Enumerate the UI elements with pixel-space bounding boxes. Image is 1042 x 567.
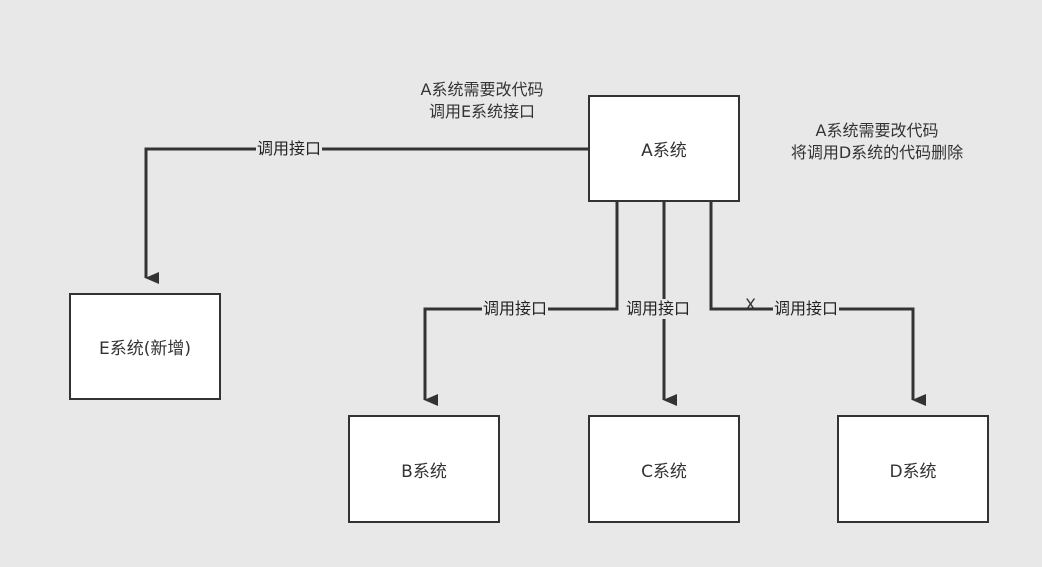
node-e-system: E系统(新增) <box>69 293 221 400</box>
note-right-line-2: 将调用D系统的代码删除 <box>790 143 964 162</box>
edge-label-a-to-e: 调用接口 <box>256 139 323 159</box>
node-d-system: D系统 <box>837 415 989 523</box>
node-c-label: C系统 <box>641 461 687 482</box>
node-d-label: D系统 <box>889 461 937 482</box>
node-b-label: B系统 <box>401 461 447 482</box>
node-b-system: B系统 <box>348 415 500 523</box>
node-a-label: A系统 <box>641 141 687 161</box>
edge-label-a-to-d: 调用接口 <box>773 299 840 319</box>
node-e-label: E系统(新增) <box>98 339 191 359</box>
note-left-line-2: 调用E系统接口 <box>428 102 536 121</box>
note-left: A系统需要改代码 调用E系统接口 <box>392 79 572 123</box>
node-c-system: C系统 <box>588 415 740 523</box>
node-a-system: A系统 <box>588 95 740 202</box>
edge-label-a-to-c: 调用接口 <box>625 299 692 319</box>
note-right: A系统需要改代码 将调用D系统的代码删除 <box>765 120 989 164</box>
edge-label-a-to-b: 调用接口 <box>482 299 549 319</box>
note-right-line-1: A系统需要改代码 <box>815 121 939 140</box>
removed-call-mark: X <box>745 295 756 314</box>
edge-a-to-e <box>144 147 589 284</box>
note-left-line-1: A系统需要改代码 <box>420 80 544 99</box>
